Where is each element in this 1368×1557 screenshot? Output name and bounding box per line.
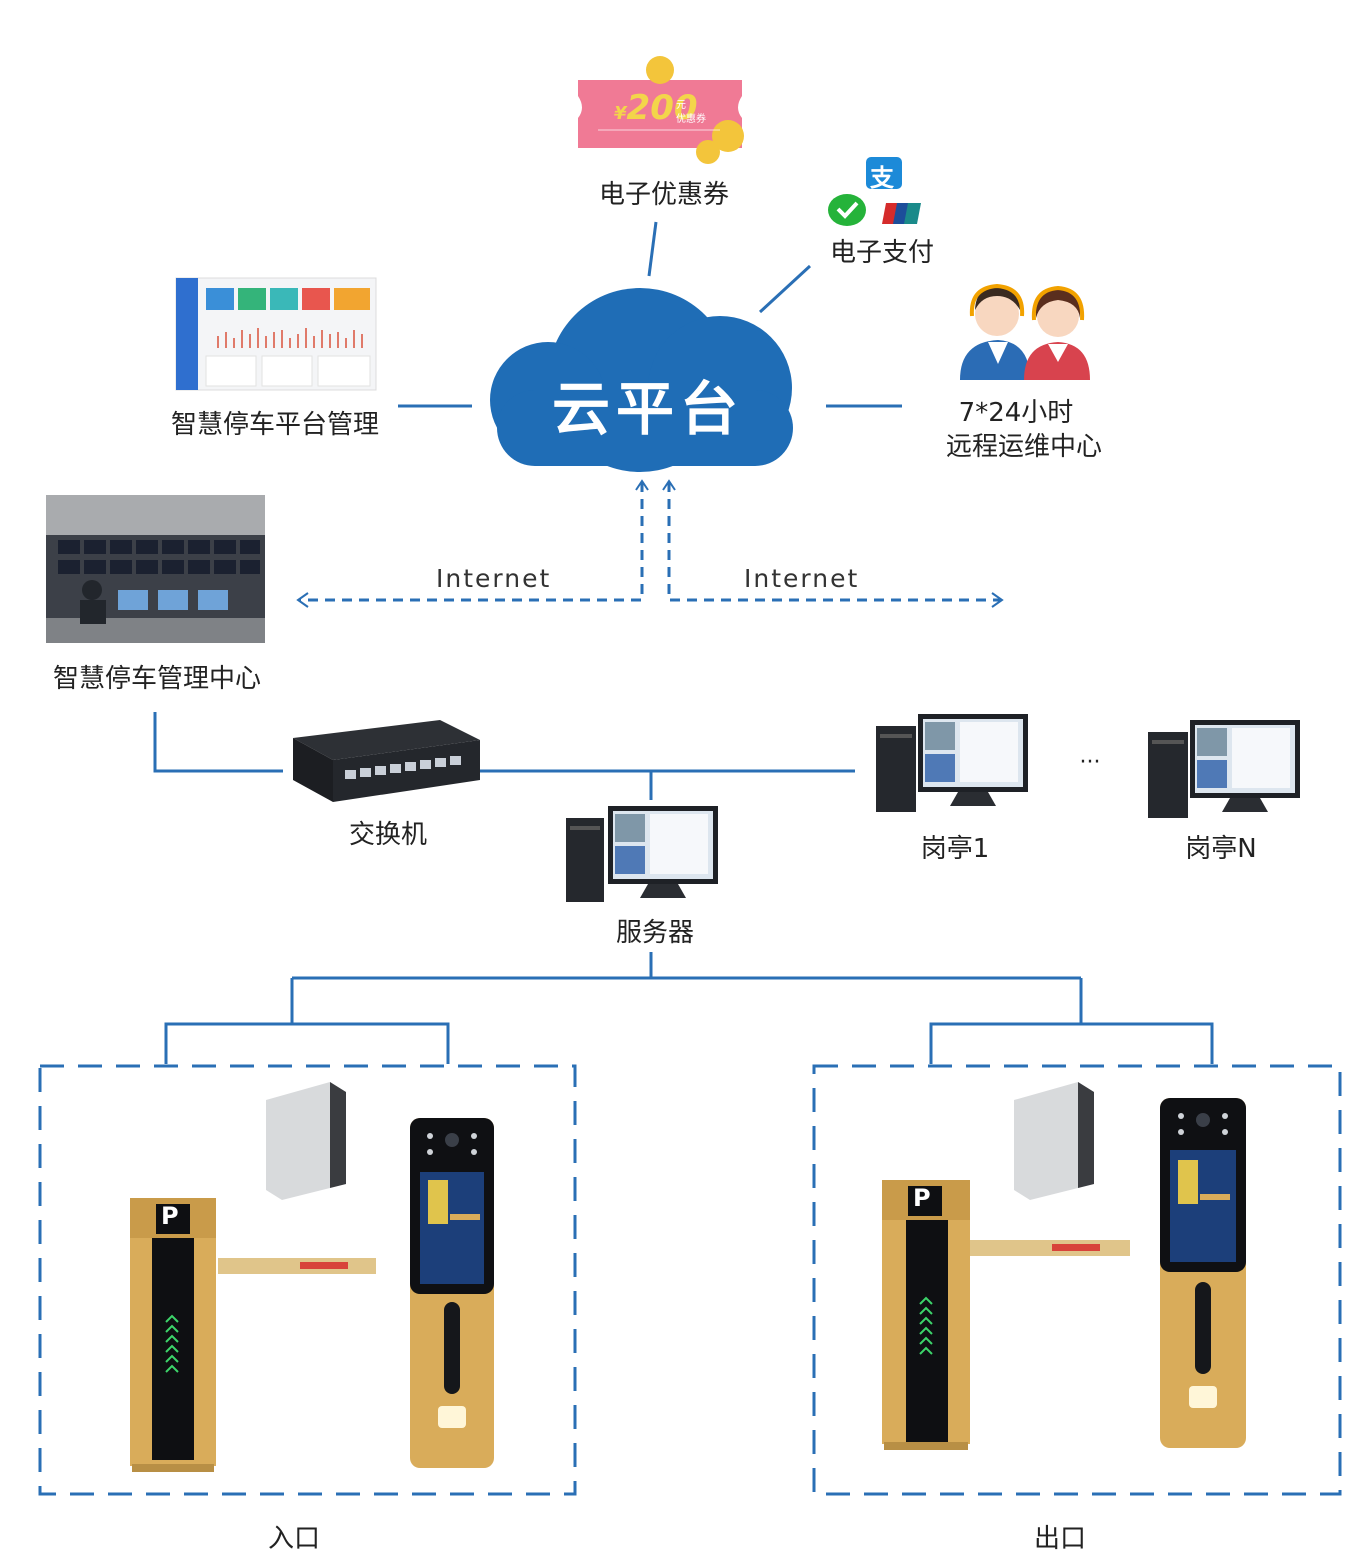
center-switch-link	[153, 712, 283, 773]
support-label-line2: 远程运维中心	[945, 432, 1103, 462]
internet-right-line	[667, 482, 1000, 602]
booth-1-computer-icon	[876, 714, 1028, 812]
internet-right-arrow	[991, 592, 1004, 608]
alipay-glyph: 支	[870, 164, 894, 192]
booth-n-computer-icon	[1148, 720, 1300, 818]
coupon-icon	[578, 56, 744, 164]
cloud-shape	[490, 288, 793, 472]
coupon-unit: 元	[676, 100, 686, 111]
exit-zone	[812, 1064, 1342, 1496]
internet-left-line	[300, 482, 644, 602]
switch-label: 交换机	[348, 820, 428, 850]
entrance-barrier-gate	[130, 1198, 376, 1472]
internet-left-label: Internet	[436, 564, 552, 593]
platform-mgmt-label: 智慧停车平台管理	[170, 410, 380, 440]
entrance-kiosk	[410, 1118, 494, 1468]
booth-1-label: 岗亭1	[920, 834, 990, 864]
entrance-split	[164, 1022, 450, 1064]
internet-up-arrow-right	[662, 479, 676, 491]
internet-right-label: Internet	[744, 564, 860, 593]
control-center-photo	[46, 495, 265, 643]
coupon-amount: ¥200	[614, 88, 698, 128]
entrance-card-reader	[266, 1082, 346, 1200]
network-switch-icon	[293, 720, 480, 802]
exit-barrier-gate	[882, 1180, 1130, 1450]
alipay-icon	[866, 157, 902, 189]
booth-n-label: 岗亭N	[1185, 834, 1257, 864]
payment-label: 电子支付	[829, 238, 935, 268]
server-computer-icon	[566, 806, 718, 902]
cloud-platform-title: 云平台	[552, 375, 745, 443]
coupon-currency: ¥	[614, 103, 627, 124]
booth-ellipsis: ···	[1079, 750, 1101, 775]
internet-left-arrow	[296, 592, 309, 608]
exit-kiosk	[1160, 1098, 1246, 1448]
entrance-label: 入口	[267, 1524, 321, 1554]
payment-link	[758, 264, 812, 314]
support-label-line1: 7*24小时	[958, 398, 1074, 428]
coupon-type: 优惠券	[676, 114, 706, 125]
support-agents-icon	[960, 283, 1090, 380]
unionpay-icon	[882, 203, 921, 224]
entrance-barrier-sign: P	[161, 1202, 179, 1230]
coupon-label: 电子优惠券	[598, 180, 730, 210]
control-center-label: 智慧停车管理中心	[52, 664, 262, 694]
exit-label: 出口	[1033, 1524, 1087, 1554]
exit-card-reader	[1014, 1082, 1094, 1200]
dashboard-screenshot	[175, 277, 377, 391]
server-label: 服务器	[615, 918, 695, 948]
coupon-value: 200	[626, 88, 698, 128]
exit-barrier-sign: P	[913, 1184, 931, 1212]
coupon-link	[647, 221, 658, 277]
exit-split	[929, 1022, 1214, 1064]
entrance-zone	[38, 1064, 577, 1496]
wechat-pay-icon	[828, 194, 866, 226]
internet-up-arrow-left	[635, 479, 649, 491]
